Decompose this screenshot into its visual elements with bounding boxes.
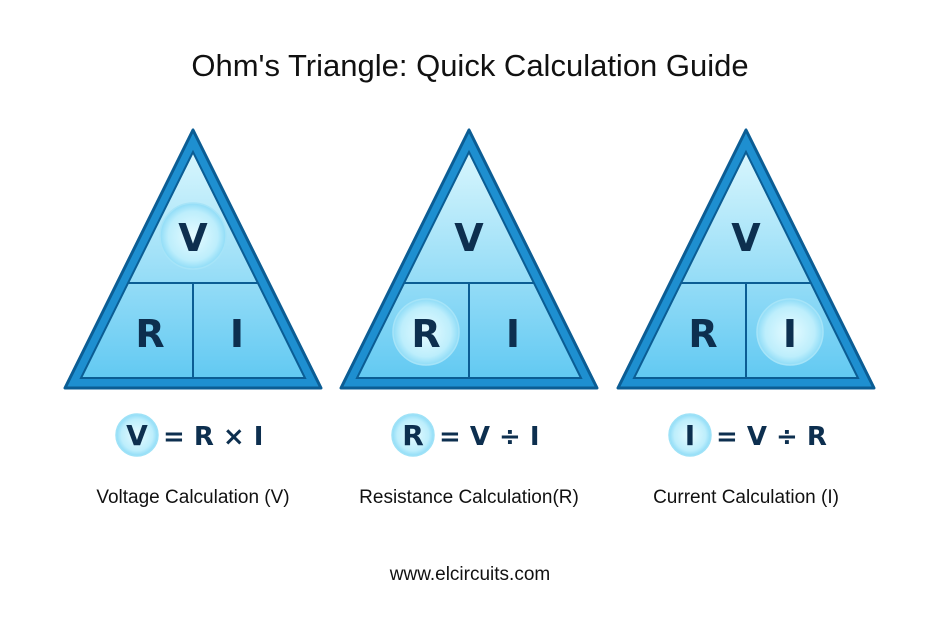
caption-voltage: Voltage Calculation (V) <box>96 487 290 508</box>
triangle-letter-r: R <box>688 312 717 356</box>
equation-lhs: V <box>126 419 148 452</box>
ohm-triangle: V R I <box>339 128 599 390</box>
equation-rhs: = V ÷ I <box>439 422 540 452</box>
triangle-letter-i: I <box>506 312 520 356</box>
equation: R = V ÷ I <box>391 413 540 457</box>
triangle-letter-v: V <box>454 216 484 260</box>
equation-rhs: = R × I <box>163 422 263 452</box>
triangle-letter-v: V <box>178 216 208 260</box>
caption-resistance: Resistance Calculation(R) <box>359 487 579 508</box>
triangle-letter-v: V <box>731 216 761 260</box>
ohm-triangle: V R I <box>63 128 323 390</box>
page-title: Ohm's Triangle: Quick Calculation Guide <box>191 48 749 83</box>
caption-current: Current Calculation (I) <box>653 487 839 508</box>
equation-highlight-circle <box>115 413 159 457</box>
highlight-circle <box>392 298 460 366</box>
triangle-letter-r: R <box>135 312 164 356</box>
highlight-circle <box>159 202 227 270</box>
website-footer: www.elcircuits.com <box>389 564 551 585</box>
equation-highlight-circle <box>668 413 712 457</box>
equation-lhs: R <box>402 419 424 452</box>
equation: V = R × I <box>115 413 263 457</box>
triangle-letter-r: R <box>411 312 440 356</box>
ohm-triangle: V R I <box>616 128 876 390</box>
equation: I = V ÷ R <box>668 413 827 457</box>
equation-lhs: I <box>685 419 695 452</box>
equation-rhs: = V ÷ R <box>716 422 827 452</box>
equation-highlight-circle <box>391 413 435 457</box>
triangle-letter-i: I <box>783 312 797 356</box>
triangle-letter-i: I <box>230 312 244 356</box>
highlight-circle <box>756 298 824 366</box>
